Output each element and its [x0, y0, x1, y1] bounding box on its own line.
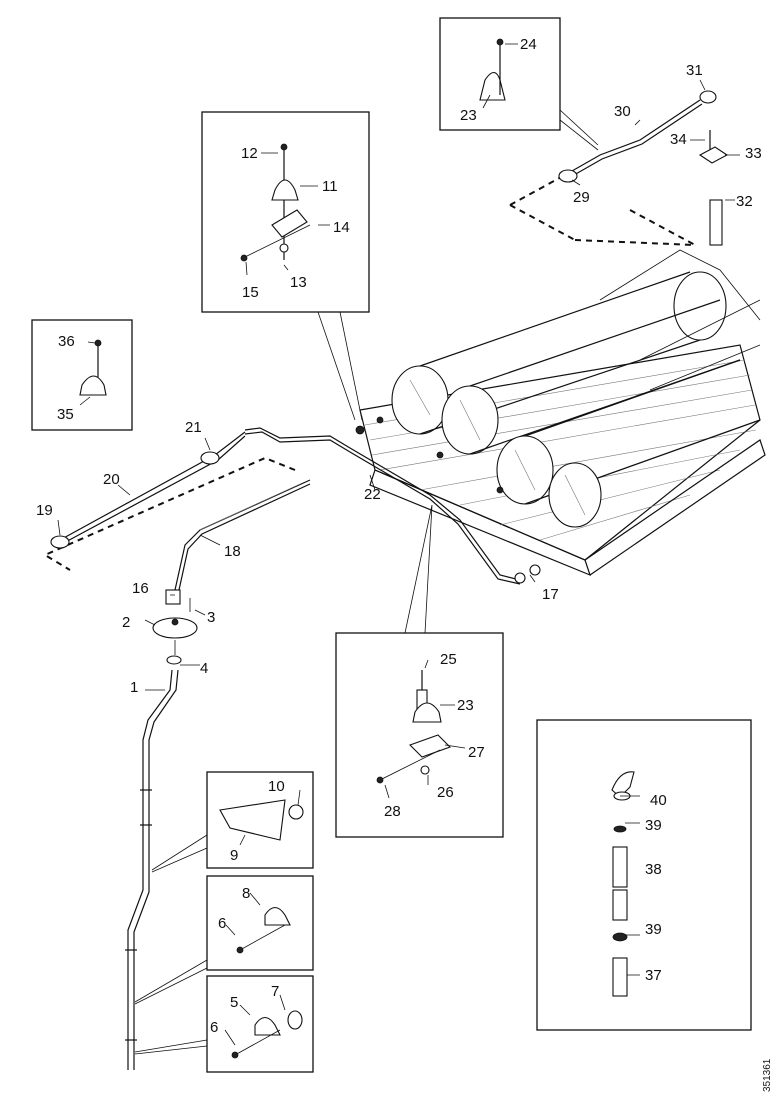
label-10: 10 [268, 778, 285, 795]
label-1: 1 [130, 679, 138, 696]
engine-block-illustration [355, 249, 766, 577]
label-12: 12 [241, 145, 258, 162]
label-29: 29 [573, 189, 590, 206]
label-23b: 23 [457, 697, 474, 714]
label-34: 34 [670, 131, 687, 148]
label-23a: 23 [460, 107, 477, 124]
label-28: 28 [384, 803, 401, 820]
label-35: 35 [57, 406, 74, 423]
label-36: 36 [58, 333, 75, 350]
label-13: 13 [290, 274, 307, 291]
hose-20 [50, 431, 246, 549]
label-7: 7 [271, 983, 279, 1000]
part-labels: 1 2 3 4 5 6 6 7 8 9 10 11 12 13 14 15 16… [36, 36, 773, 1092]
inset-box-23-24 [439, 17, 599, 151]
inset-box-9-10 [151, 771, 314, 873]
label-32: 32 [736, 193, 753, 210]
inset-box-25-28 [335, 504, 504, 838]
inset-box-11-15 [201, 111, 370, 421]
drawing-number: 351361 [762, 1058, 773, 1092]
label-40: 40 [650, 792, 667, 809]
inset-box-37-40 [536, 719, 752, 1031]
inset-box-6-8 [134, 875, 314, 1005]
label-3: 3 [207, 609, 215, 626]
label-18: 18 [224, 543, 241, 560]
label-6a: 6 [218, 915, 226, 932]
inset-box-35-36 [31, 319, 133, 431]
label-6b: 6 [210, 1019, 218, 1036]
label-39a: 39 [645, 817, 662, 834]
label-17: 17 [542, 586, 559, 603]
label-9: 9 [230, 847, 238, 864]
label-8: 8 [242, 885, 250, 902]
leader-lines [57, 43, 740, 1046]
label-30: 30 [614, 103, 631, 120]
dashed-connection-left [42, 456, 296, 571]
label-11: 11 [322, 178, 338, 195]
tube-18 [174, 479, 311, 591]
label-19: 19 [36, 502, 53, 519]
tube-22 [244, 427, 541, 585]
label-2: 2 [122, 614, 130, 631]
label-33: 33 [745, 145, 762, 162]
fitting-assembly [152, 589, 198, 665]
label-39b: 39 [645, 921, 662, 938]
label-38: 38 [645, 861, 662, 878]
label-37: 37 [645, 967, 662, 984]
label-15: 15 [242, 284, 259, 301]
label-5: 5 [230, 994, 238, 1011]
label-31: 31 [686, 62, 703, 79]
label-27: 27 [468, 744, 485, 761]
label-16: 16 [132, 580, 149, 597]
label-20: 20 [103, 471, 120, 488]
label-14: 14 [333, 219, 350, 236]
label-22: 22 [364, 486, 381, 503]
tube-1 [125, 669, 179, 1070]
label-25: 25 [440, 651, 457, 668]
inset-box-5-7 [134, 975, 314, 1073]
label-4: 4 [200, 660, 208, 677]
label-24: 24 [520, 36, 537, 53]
label-21: 21 [185, 419, 202, 436]
label-26: 26 [437, 784, 454, 801]
